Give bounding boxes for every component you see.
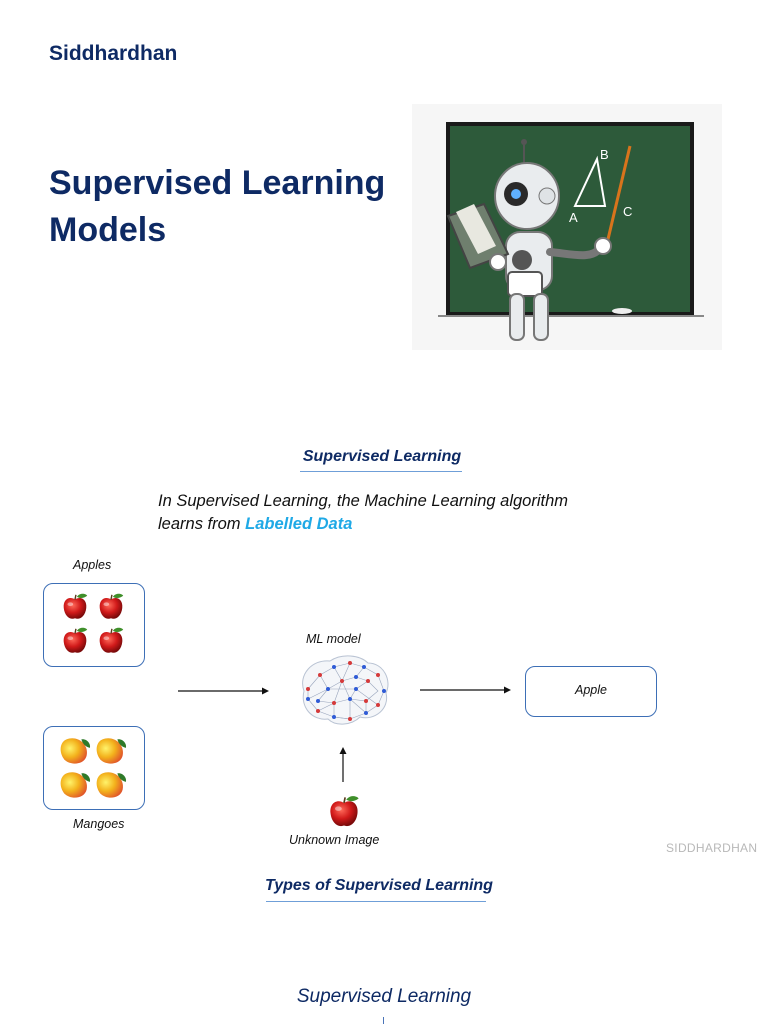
output-label: Apple <box>526 683 656 697</box>
apples-label: Apples <box>73 558 111 572</box>
connector-line <box>383 1017 384 1024</box>
title-line-2: Models <box>49 207 385 254</box>
svg-text:A: A <box>569 210 578 225</box>
heading-underline <box>300 471 462 472</box>
svg-text:C: C <box>623 204 632 219</box>
arrow-icon <box>336 746 350 784</box>
heading-underline <box>266 901 486 902</box>
apple-icon <box>44 584 144 666</box>
intro-text: In Supervised Learning, the Machine Lear… <box>158 490 568 536</box>
labelled-data-highlight: Labelled Data <box>245 515 352 533</box>
unknown-image-label: Unknown Image <box>289 833 379 847</box>
apples-box <box>43 583 145 667</box>
output-box: Apple <box>525 666 657 717</box>
robot-teacher-chalkboard-icon: A B C <box>412 104 722 350</box>
author-name: Siddhardhan <box>49 42 177 66</box>
arrow-icon <box>418 683 512 697</box>
mangoes-box <box>43 726 145 810</box>
page-title: Supervised Learning Models <box>49 160 385 254</box>
mangoes-label: Mangoes <box>73 817 124 831</box>
arrow-icon <box>176 684 270 698</box>
robot-teacher-illustration: A B C <box>412 104 722 350</box>
section-heading-types: Types of Supervised Learning <box>0 877 758 895</box>
watermark: SIDDHARDHAN <box>666 841 757 855</box>
intro-line-2-prefix: learns from <box>158 515 245 533</box>
intro-line-2: learns from Labelled Data <box>158 513 568 536</box>
title-line-1: Supervised Learning <box>49 160 385 207</box>
ml-model-label: ML model <box>306 632 361 646</box>
apple-icon <box>326 794 362 830</box>
brain-network-icon <box>294 653 392 729</box>
intro-line-1: In Supervised Learning, the Machine Lear… <box>158 490 568 513</box>
diagram-root-title: Supervised Learning <box>0 986 768 1008</box>
svg-text:B: B <box>600 147 609 162</box>
section-heading-supervised-learning: Supervised Learning <box>0 448 764 466</box>
mango-icon <box>44 727 144 809</box>
